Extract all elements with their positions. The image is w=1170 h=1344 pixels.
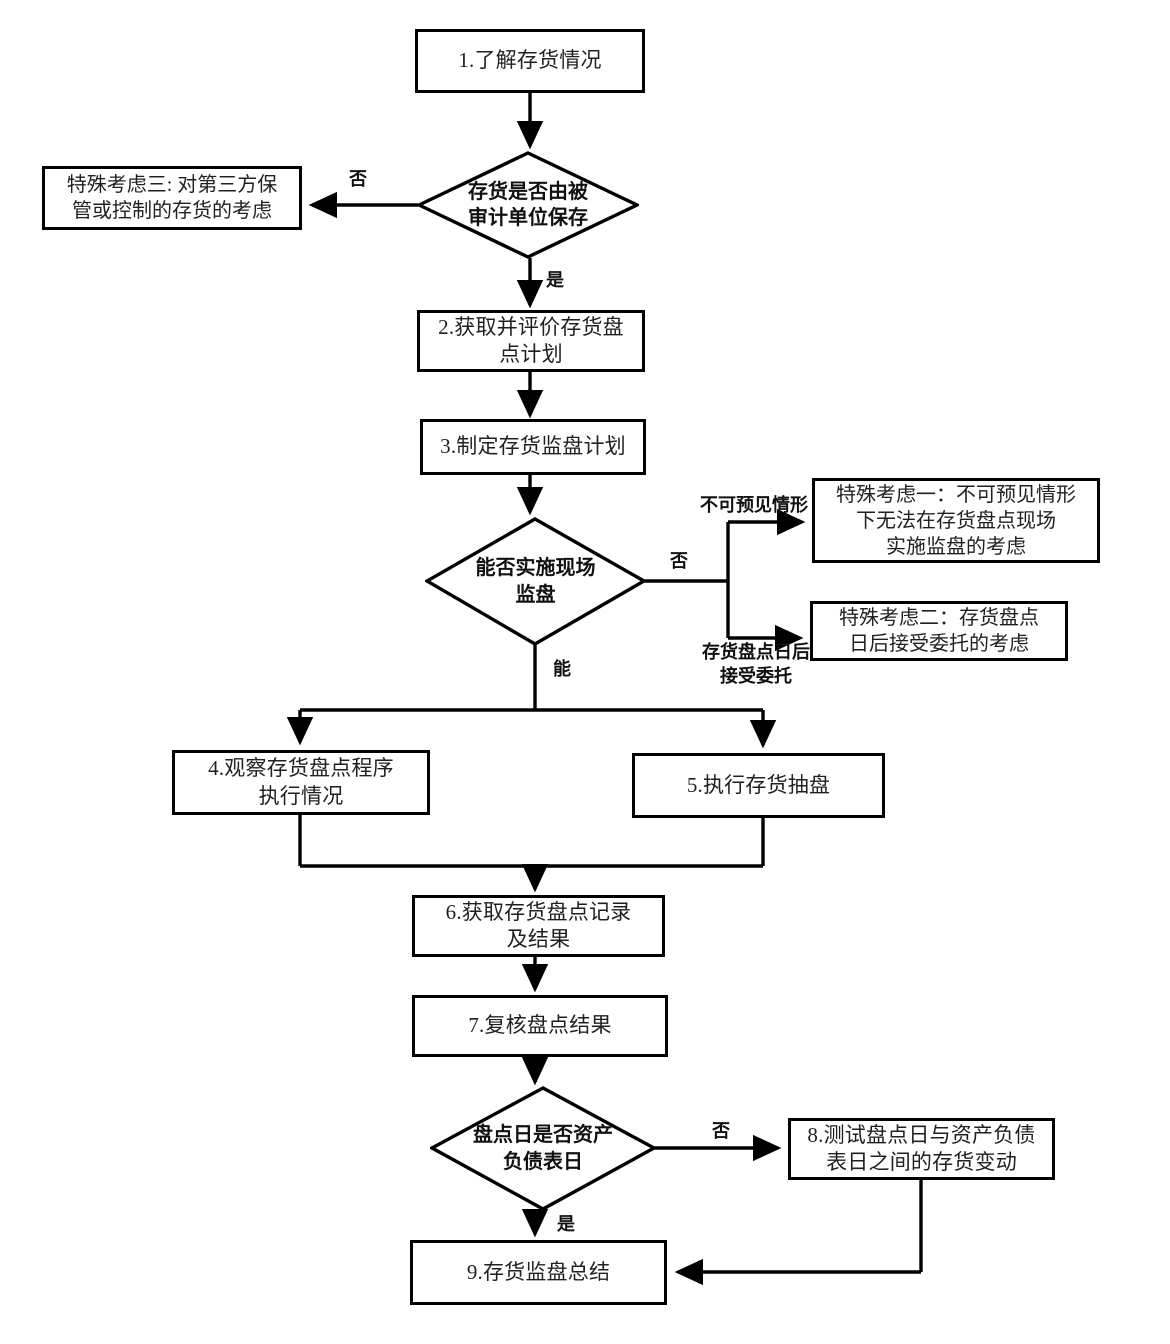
node-step2[interactable]: 2.获取并评价存货盘 点计划: [417, 310, 645, 372]
edge-label-decision2-no: 否: [670, 551, 688, 571]
node-special1-label: 特殊考虑一：不可预见情形 下无法在存货盘点现场 实施监盘的考虑: [836, 483, 1076, 558]
edge-label-decision3-yes: 是: [557, 1214, 575, 1234]
node-decision3-label: 盘点日是否资产 负债表日: [473, 1124, 613, 1173]
edge-label-decision2-unforeseen: 不可预见情形: [700, 495, 808, 515]
node-step1[interactable]: 1.了解存货情况: [415, 29, 645, 93]
node-step6-label: 6.获取存货盘点记录 及结果: [445, 899, 632, 951]
node-step1-label: 1.了解存货情况: [458, 48, 602, 73]
node-step3[interactable]: 3.制定存货监盘计划: [420, 419, 646, 475]
node-step5[interactable]: 5.执行存货抽盘: [632, 753, 885, 818]
node-decision1-label: 存货是否由被 审计单位保存: [468, 180, 588, 229]
node-step9[interactable]: 9.存货监盘总结: [410, 1240, 667, 1305]
node-step3-label: 3.制定存货监盘计划: [440, 434, 626, 459]
node-special3-label: 特殊考虑三: 对第三方保 管或控制的存货的考虑: [66, 174, 278, 222]
edge-label-decision3-no: 否: [712, 1121, 730, 1141]
edge-label-decision1-no: 否: [349, 169, 367, 189]
node-decision2-label: 能否实施现场 监盘: [475, 557, 596, 606]
node-special3[interactable]: 特殊考虑三: 对第三方保 管或控制的存货的考虑: [42, 166, 302, 230]
node-step8-label: 8.测试盘点日与资产负债 表日之间的存货变动: [807, 1122, 1036, 1174]
edge-label-decision2-yes: 能: [553, 659, 571, 679]
node-special1[interactable]: 特殊考虑一：不可预见情形 下无法在存货盘点现场 实施监盘的考虑: [812, 478, 1100, 563]
node-step4[interactable]: 4.观察存货盘点程序 执行情况: [172, 750, 430, 815]
decision2-shape: [425, 517, 646, 646]
edge-label-decision1-yes: 是: [546, 270, 564, 290]
node-step2-label: 2.获取并评价存货盘 点计划: [438, 314, 624, 366]
node-step9-label: 9.存货监盘总结: [466, 1259, 611, 1284]
decision1-shape: [417, 151, 639, 259]
node-step6[interactable]: 6.获取存货盘点记录 及结果: [412, 895, 665, 957]
node-decision2[interactable]: 能否实施现场 监盘: [425, 517, 646, 646]
node-special2-label: 特殊考虑二：存货盘点 日后接受委托的考虑: [839, 607, 1039, 655]
node-decision3[interactable]: 盘点日是否资产 负债表日: [430, 1086, 656, 1211]
node-step4-label: 4.观察存货盘点程序 执行情况: [208, 756, 394, 808]
node-step5-label: 5.执行存货抽盘: [686, 772, 831, 797]
node-step8[interactable]: 8.测试盘点日与资产负债 表日之间的存货变动: [788, 1118, 1055, 1180]
edge-label-decision2-after-count: 存货盘点日后 接受委托: [702, 642, 810, 687]
node-step7[interactable]: 7.复核盘点结果: [412, 995, 668, 1057]
node-step7-label: 7.复核盘点结果: [468, 1013, 612, 1038]
node-decision1[interactable]: 存货是否由被 审计单位保存: [417, 151, 639, 259]
decision3-shape: [430, 1086, 656, 1211]
node-special2[interactable]: 特殊考虑二：存货盘点 日后接受委托的考虑: [810, 601, 1068, 661]
